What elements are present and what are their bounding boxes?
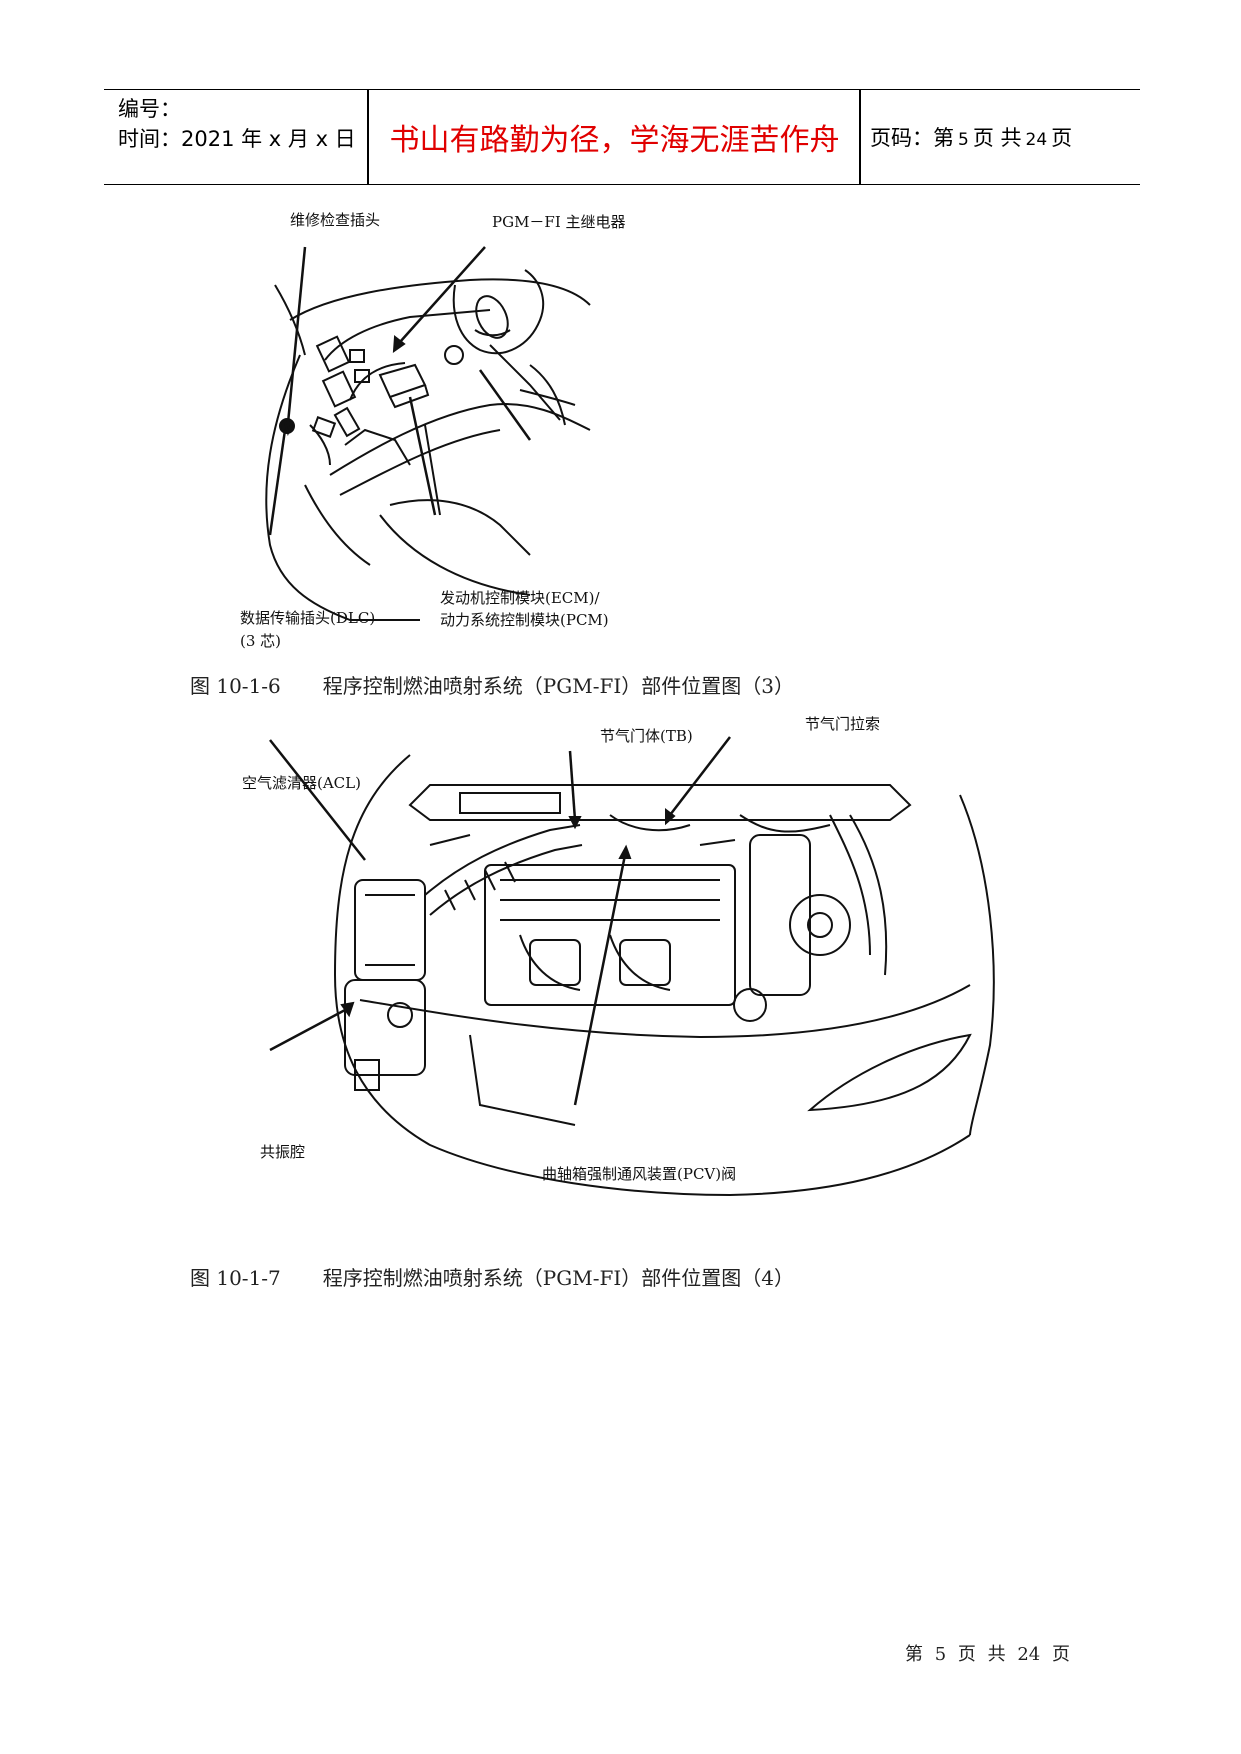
caption-text: 程序控制燃油喷射系统（PGM-FI）部件位置图（3） <box>322 674 794 698</box>
label-pgm-fi-main-relay: PGM－FI 主继电器 <box>492 213 626 231</box>
label-ecm: 发动机控制模块(ECM)/ <box>440 589 600 607</box>
page-mid: 页 共 <box>972 126 1022 150</box>
dashboard-illustration <box>265 246 591 621</box>
label-pcm: 动力系统控制模块(PCM) <box>440 611 609 629</box>
page-current: 5 <box>958 130 969 150</box>
page-footer: 第 5 页 共 24 页 <box>905 1644 1070 1665</box>
page-header: 编号： 时间：2021 年 x 月 x 日 书山有路勤为径，学海无涯苦作舟 页码… <box>104 89 1140 185</box>
page-suffix: 页 <box>1051 126 1073 150</box>
document-time: 时间：2021 年 x 月 x 日 <box>118 127 356 151</box>
page-total: 24 <box>1025 130 1048 150</box>
label-dlc: 数据传输插头(DLC) <box>240 609 376 627</box>
label-service-check-connector: 维修检查插头 <box>290 211 381 229</box>
label-resonator: 共振腔 <box>260 1143 306 1161</box>
caption-text: 程序控制燃油喷射系统（PGM-FI）部件位置图（4） <box>322 1266 794 1290</box>
header-motto: 书山有路勤为径，学海无涯苦作舟 <box>389 123 840 158</box>
label-dlc-pins: (3 芯) <box>240 632 282 650</box>
figure-caption: 图 10-1-7 程序控制燃油喷射系统（PGM-FI）部件位置图（4） <box>190 1262 794 1291</box>
header-divider <box>859 90 861 184</box>
page-prefix: 页码：第 <box>870 126 954 150</box>
figure-dashboard: 维修检查插头 PGM－FI 主继电器 数据传输插头(DLC) (3 芯) 发动机… <box>230 211 650 655</box>
engine-bay-illustration <box>269 736 995 1197</box>
caption-number: 图 10-1-6 <box>190 674 281 698</box>
document-number-label: 编号： <box>118 97 181 121</box>
label-throttle-cable: 节气门拉索 <box>805 715 881 733</box>
caption-number: 图 10-1-7 <box>190 1266 281 1290</box>
figure-caption: 图 10-1-6 程序控制燃油喷射系统（PGM-FI）部件位置图（3） <box>190 670 794 699</box>
label-air-cleaner: 空气滤清器(ACL) <box>242 774 361 792</box>
label-throttle-body: 节气门体(TB) <box>600 727 693 745</box>
header-meta: 编号： 时间：2021 年 x 月 x 日 <box>118 94 356 154</box>
label-pcv-valve: 曲轴箱强制通风装置(PCV)阀 <box>542 1165 737 1183</box>
figure-engine-bay: 节气门体(TB) 节气门拉索 空气滤清器(ACL) 共振腔 曲轴箱强制通风装置(… <box>230 715 1010 1235</box>
header-divider <box>367 90 369 184</box>
